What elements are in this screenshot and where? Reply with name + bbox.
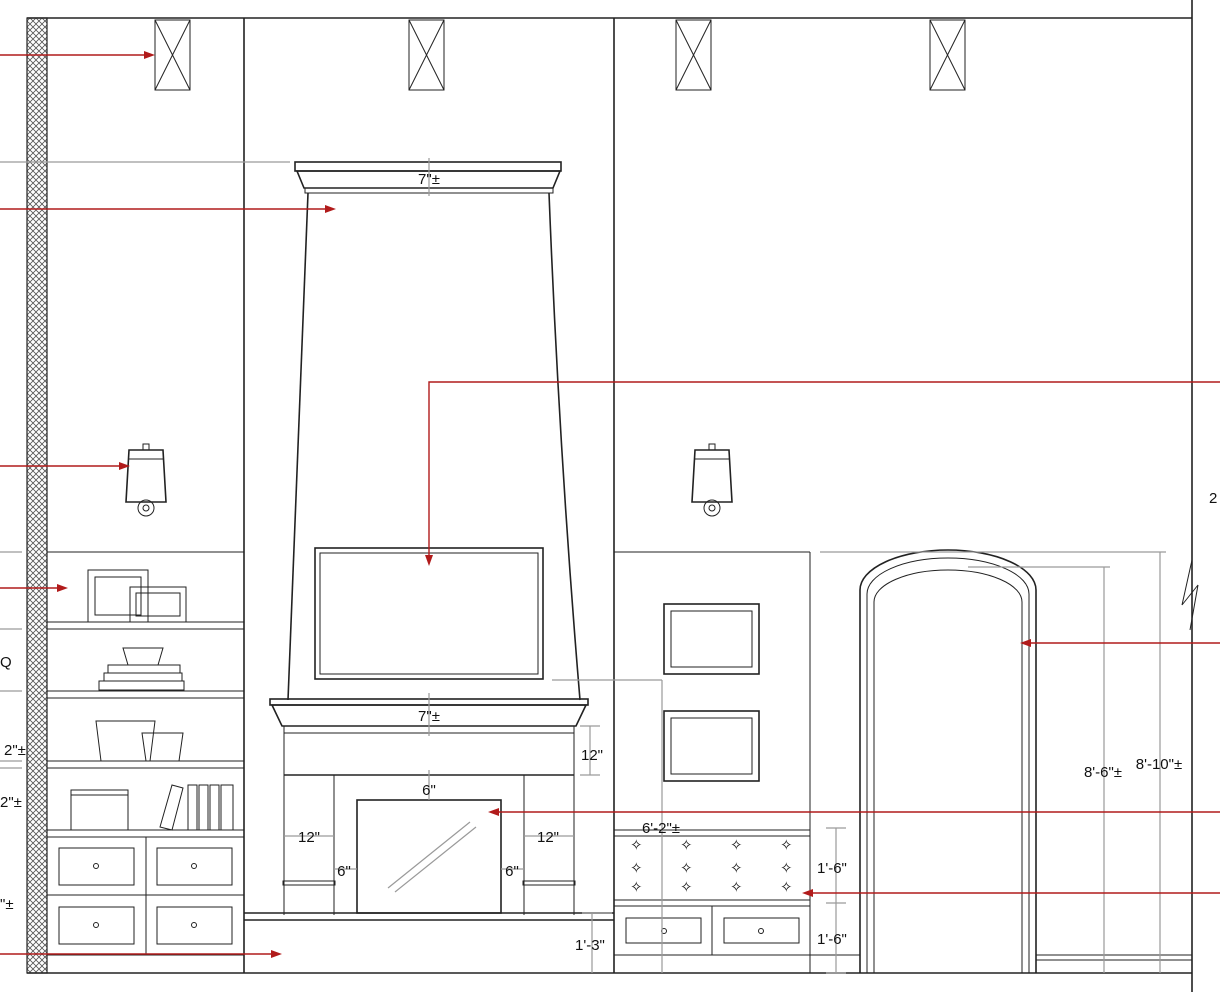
hearth bbox=[244, 912, 614, 921]
fireplace-hood bbox=[287, 161, 581, 701]
dimension-label: Q bbox=[0, 654, 12, 671]
right-built-in-wall bbox=[614, 551, 811, 973]
dimension-label: 2"± bbox=[4, 742, 26, 759]
annotation-leaders bbox=[0, 51, 1220, 958]
tv-panel bbox=[314, 547, 544, 680]
dimension-label: 12" bbox=[581, 747, 603, 764]
dimension-label: 1'-6" bbox=[817, 860, 847, 877]
right-wall-sconce bbox=[691, 443, 733, 517]
svg-text:✧: ✧ bbox=[730, 879, 743, 896]
left-built-in-shelves bbox=[46, 551, 245, 956]
svg-text:✧: ✧ bbox=[630, 879, 643, 896]
svg-text:✧: ✧ bbox=[730, 837, 743, 854]
svg-text:✧: ✧ bbox=[680, 879, 693, 896]
shelf-decor bbox=[70, 569, 234, 831]
dimension-label: 2"± bbox=[0, 794, 22, 811]
dimension-label: 12" bbox=[537, 829, 559, 846]
arched-doorway bbox=[859, 549, 1037, 973]
dimension-lines bbox=[0, 158, 1166, 974]
svg-text:✧: ✧ bbox=[780, 837, 793, 854]
left-wall-sconce bbox=[125, 443, 167, 517]
dimension-label: 12" bbox=[298, 829, 320, 846]
dimension-label: 6'-2"± bbox=[642, 820, 680, 837]
svg-text:✧: ✧ bbox=[630, 837, 643, 854]
svg-text:✧: ✧ bbox=[780, 860, 793, 877]
break-mark bbox=[1181, 559, 1199, 631]
dimension-label: 1'-6" bbox=[817, 931, 847, 948]
window-bench: ✧ ✧ ✧ ✧ ✧ ✧ ✧ ✧ ✧ ✧ ✧ ✧ bbox=[614, 829, 810, 956]
dimension-label: 6" bbox=[337, 863, 351, 880]
dimension-label: 7"± bbox=[418, 708, 440, 725]
svg-text:✧: ✧ bbox=[630, 860, 643, 877]
ceiling-beam bbox=[408, 19, 445, 91]
dimension-label: 7"± bbox=[418, 171, 440, 188]
ceiling-beam bbox=[929, 19, 966, 91]
ceiling-beam bbox=[154, 19, 191, 91]
svg-text:✧: ✧ bbox=[780, 879, 793, 896]
svg-text:✧: ✧ bbox=[730, 860, 743, 877]
dimension-label: 6" bbox=[505, 863, 519, 880]
framed-art bbox=[663, 603, 760, 782]
hatched-wall-section bbox=[26, 17, 48, 974]
dimension-label: 2 bbox=[1209, 490, 1217, 507]
firebox bbox=[356, 799, 502, 914]
dimension-label: 1'-3" bbox=[575, 937, 605, 954]
dimension-label: "± bbox=[0, 896, 14, 913]
dimension-label: 8'-6"± bbox=[1084, 764, 1122, 781]
svg-text:✧: ✧ bbox=[680, 837, 693, 854]
dimension-label: 8'-10"± bbox=[1136, 756, 1182, 773]
svg-text:✧: ✧ bbox=[680, 860, 693, 877]
ceiling-beam bbox=[675, 19, 712, 91]
dimension-label: 6" bbox=[422, 782, 436, 799]
